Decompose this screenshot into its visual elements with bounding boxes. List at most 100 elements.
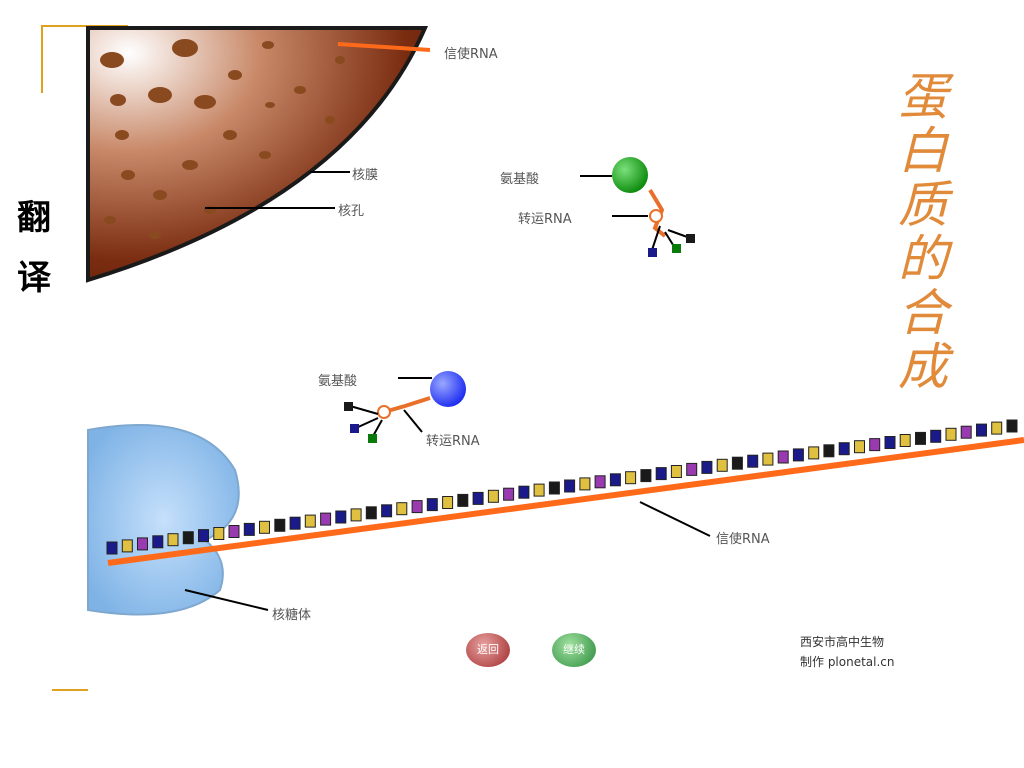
next-button[interactable]: 继续	[552, 633, 596, 667]
codon-base	[289, 516, 301, 530]
codon-base	[533, 483, 545, 497]
codon-base	[625, 471, 637, 485]
nucleus-texture	[100, 39, 345, 239]
codon-base	[503, 487, 515, 501]
codon-base	[365, 506, 377, 520]
codon-base	[869, 438, 881, 452]
codon-base	[854, 440, 865, 454]
label-nuclear-membrane: 核膜	[352, 168, 379, 183]
codon-base	[381, 504, 393, 518]
leader-line-ribosome	[184, 589, 269, 611]
back-button[interactable]: 返回	[466, 633, 510, 667]
codon-base	[960, 425, 972, 439]
codon-base	[747, 454, 759, 468]
side-label: 翻 译	[14, 188, 54, 308]
codon-base	[350, 508, 362, 522]
codon-base	[686, 462, 698, 476]
codon-base	[198, 529, 209, 543]
codon-base	[884, 436, 896, 449]
codon-base	[487, 489, 499, 503]
label-ribosome: 核糖体	[272, 608, 312, 623]
credit-line-2: 制作 plonetal.cn	[800, 655, 895, 669]
trna-green	[580, 157, 695, 257]
title-char: 质	[898, 176, 948, 234]
leader-line-mrna-main	[639, 501, 711, 537]
codon-base	[777, 450, 789, 464]
codon-base	[564, 479, 576, 493]
label-mrna-main: 信使RNA	[716, 532, 770, 547]
codon-base	[915, 431, 926, 445]
trna-blue	[344, 371, 466, 443]
label-trna-green: 转运RNA	[518, 212, 572, 227]
codon-base	[137, 537, 148, 551]
codon-base	[838, 442, 850, 456]
codon-base	[243, 522, 255, 536]
nucleus	[86, 26, 431, 283]
codon-base	[396, 502, 408, 516]
credit-line-1: 西安市高中生物	[800, 635, 885, 649]
label-nuclear-pore: 核孔	[338, 204, 365, 219]
codon-base	[426, 498, 438, 512]
codon-base	[457, 493, 469, 507]
codon-base	[228, 525, 240, 538]
title-char: 的	[898, 230, 948, 288]
codon-base	[991, 421, 1003, 435]
codon-base	[808, 446, 820, 460]
codon-base	[716, 458, 728, 472]
codon-base	[259, 520, 270, 534]
amino-acid-blue	[430, 371, 466, 407]
label-amino-acid-blue: 氨基酸	[318, 374, 358, 389]
codon-base	[762, 452, 774, 466]
nuclear-envelope	[86, 26, 429, 283]
codon-base	[945, 427, 957, 441]
label-mrna-top: 信使RNA	[444, 47, 498, 62]
ribosome	[87, 424, 240, 616]
side-label-char: 译	[17, 258, 51, 298]
codon-base	[976, 423, 987, 437]
codon-base	[106, 541, 118, 555]
mrna-strand	[107, 437, 1024, 566]
codon-base	[411, 500, 423, 514]
codon-base	[579, 477, 591, 491]
codon-base	[304, 514, 316, 528]
credit-block: 西安市高中生物 制作 plonetal.cn	[800, 632, 895, 672]
title-char: 合	[898, 284, 948, 342]
codon-base	[792, 448, 804, 462]
mrna-codons	[106, 419, 1018, 555]
leader-line-trna-blue	[403, 409, 423, 433]
mrna-exiting-pore	[337, 42, 431, 52]
codon-base	[472, 491, 484, 505]
side-label-char: 翻	[17, 198, 51, 238]
codon-base	[320, 512, 332, 526]
codon-base	[274, 518, 286, 532]
codon-base	[701, 460, 713, 474]
codon-base	[899, 434, 911, 447]
label-amino-acid-green: 氨基酸	[500, 172, 540, 187]
codon-base	[213, 527, 225, 540]
label-trna-blue: 转运RNA	[426, 434, 480, 449]
codon-base	[594, 475, 606, 489]
slide-title: 蛋 白 质 的 合 成	[888, 70, 958, 394]
codon-base	[609, 473, 621, 487]
title-char: 成	[898, 338, 948, 396]
codon-base	[640, 469, 652, 483]
codon-base	[731, 456, 743, 470]
title-char: 白	[898, 122, 948, 180]
codon-base	[442, 496, 454, 509]
codon-base	[930, 429, 942, 443]
codon-base	[670, 465, 682, 478]
codon-base	[548, 481, 560, 495]
codon-base	[335, 510, 347, 524]
codon-base	[518, 485, 530, 499]
codon-base	[655, 467, 667, 481]
codon-base	[167, 533, 179, 547]
codon-base	[182, 531, 194, 545]
amino-acid-green	[612, 157, 648, 193]
codon-base	[1006, 419, 1018, 433]
title-char: 蛋	[898, 68, 948, 126]
codon-base	[823, 444, 835, 458]
codon-base	[121, 539, 133, 553]
codon-base	[152, 535, 164, 549]
